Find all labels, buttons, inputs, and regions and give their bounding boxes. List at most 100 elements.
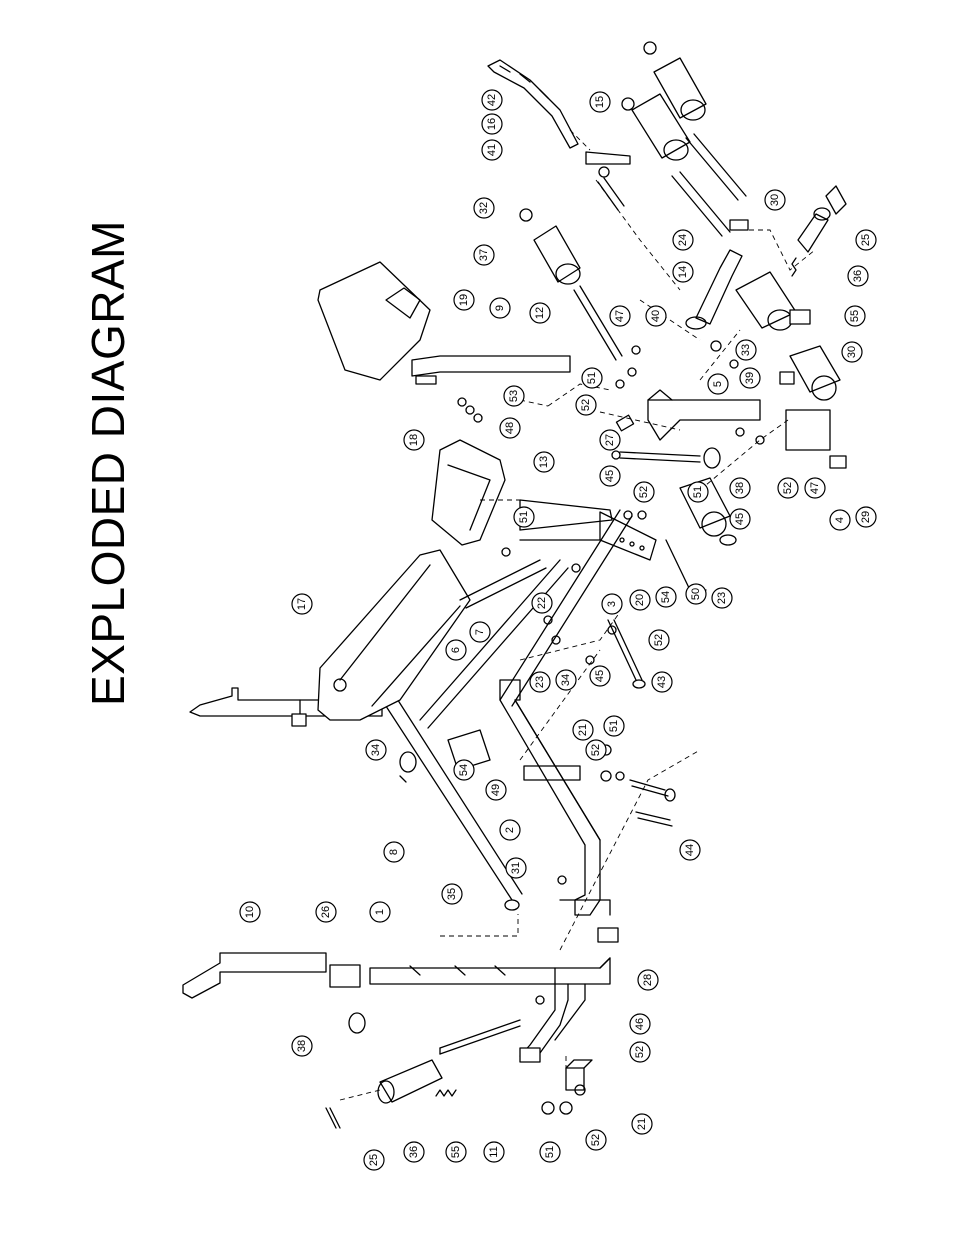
part-rail-8 — [381, 693, 523, 911]
callout-circle — [489, 297, 511, 319]
callout-number: 9 — [494, 305, 506, 311]
part-bracket-30 — [729, 219, 811, 325]
callout-circle — [847, 265, 869, 287]
callout-circle — [629, 1041, 651, 1063]
callout-number: 3 — [606, 601, 618, 607]
callout-number: 52 — [590, 744, 602, 756]
part-spring-55-lower — [435, 1089, 457, 1097]
callout-circle — [631, 1113, 653, 1135]
callout-c30b: 30 — [841, 341, 863, 363]
callout-number: 38 — [734, 482, 746, 494]
callout-circle — [473, 244, 495, 266]
part-roller-36-upper — [791, 185, 847, 277]
callout-c24: 24 — [672, 229, 694, 251]
callout-c32: 32 — [473, 197, 495, 219]
callout-number: 52 — [653, 634, 665, 646]
callout-number: 52 — [782, 482, 794, 494]
part-cap-28 — [597, 927, 619, 943]
callout-c13: 13 — [533, 451, 555, 473]
callout-number: 25 — [860, 234, 872, 246]
callout-number: 19 — [458, 294, 470, 306]
callout-number: 7 — [474, 629, 486, 635]
callout-circle — [239, 901, 261, 923]
callout-number: 52 — [638, 486, 650, 498]
callout-circle — [481, 113, 503, 135]
callout-number: 45 — [734, 513, 746, 525]
callout-number: 21 — [577, 724, 589, 736]
callout-c52a: 52 — [575, 394, 597, 416]
part-rollers-upper — [621, 41, 797, 331]
callout-c38a: 38 — [729, 477, 751, 499]
part-bracket-20 — [599, 511, 657, 561]
callout-circle — [503, 385, 525, 407]
callout-circle — [829, 509, 851, 531]
callout-number: 28 — [642, 974, 654, 986]
callout-c45b: 45 — [729, 508, 751, 530]
callout-number: 43 — [656, 676, 668, 688]
callout-number: 46 — [634, 1018, 646, 1030]
callout-number: 10 — [244, 906, 256, 918]
callout-number: 45 — [604, 470, 616, 482]
callout-number: 17 — [296, 598, 308, 610]
callout-circle — [403, 1141, 425, 1163]
callout-circle — [585, 1129, 607, 1151]
callout-c54b: 54 — [453, 759, 475, 781]
callout-circle — [369, 901, 391, 923]
callout-number: 15 — [594, 96, 606, 108]
callout-circle — [585, 739, 607, 761]
part-leg-pad-19 — [317, 261, 431, 381]
callout-number: 52 — [590, 1134, 602, 1146]
callout-circle — [575, 394, 597, 416]
part-leg-bar-5 — [647, 389, 761, 441]
callout-c35: 35 — [441, 883, 463, 905]
callout-circle — [473, 197, 495, 219]
callout-c51d: 51 — [603, 715, 625, 737]
callout-circle — [485, 779, 507, 801]
callout-c7: 7 — [469, 621, 491, 643]
callout-number: 5 — [712, 381, 724, 387]
callout-circle — [764, 189, 786, 211]
callout-number: 54 — [458, 764, 470, 776]
callout-number: 40 — [650, 310, 662, 322]
callout-number: 21 — [636, 1118, 648, 1130]
callout-circle — [505, 857, 527, 879]
callout-c44: 44 — [679, 839, 701, 861]
callout-circle — [445, 639, 467, 661]
callout-circle — [383, 841, 405, 863]
part-base-frame-2 — [499, 679, 611, 916]
part-bracket-21-lower — [565, 1059, 593, 1091]
part-handle-16 — [487, 59, 579, 149]
callout-circle — [481, 139, 503, 161]
callout-c37: 37 — [473, 244, 495, 266]
callout-number: 53 — [508, 390, 520, 402]
callout-c5: 5 — [707, 373, 729, 395]
callout-circle — [499, 417, 521, 439]
callout-number: 35 — [446, 888, 458, 900]
callout-c38b: 38 — [291, 1035, 313, 1057]
callout-c31: 31 — [505, 857, 527, 879]
callout-number: 49 — [490, 784, 502, 796]
callout-c46: 46 — [629, 1013, 651, 1035]
callout-circle — [844, 305, 866, 327]
callout-number: 24 — [677, 234, 689, 246]
callout-circle — [315, 901, 337, 923]
callout-number: 26 — [320, 906, 332, 918]
callout-c6: 6 — [445, 639, 467, 661]
callout-c52f: 52 — [629, 1041, 651, 1063]
callout-circle — [581, 367, 603, 389]
part-pin-23 — [665, 539, 707, 591]
callout-c2: 2 — [499, 819, 521, 841]
part-front-frame-1 — [369, 957, 611, 1063]
callout-number: 39 — [744, 372, 756, 384]
callout-number: 2 — [504, 827, 516, 833]
callout-number: 13 — [538, 456, 550, 468]
callout-c26: 26 — [315, 901, 337, 923]
callout-c27: 27 — [599, 429, 621, 451]
callout-c36a: 36 — [847, 265, 869, 287]
callout-number: 51 — [544, 1146, 556, 1158]
callout-number: 54 — [660, 591, 672, 603]
callout-c9: 9 — [489, 297, 511, 319]
